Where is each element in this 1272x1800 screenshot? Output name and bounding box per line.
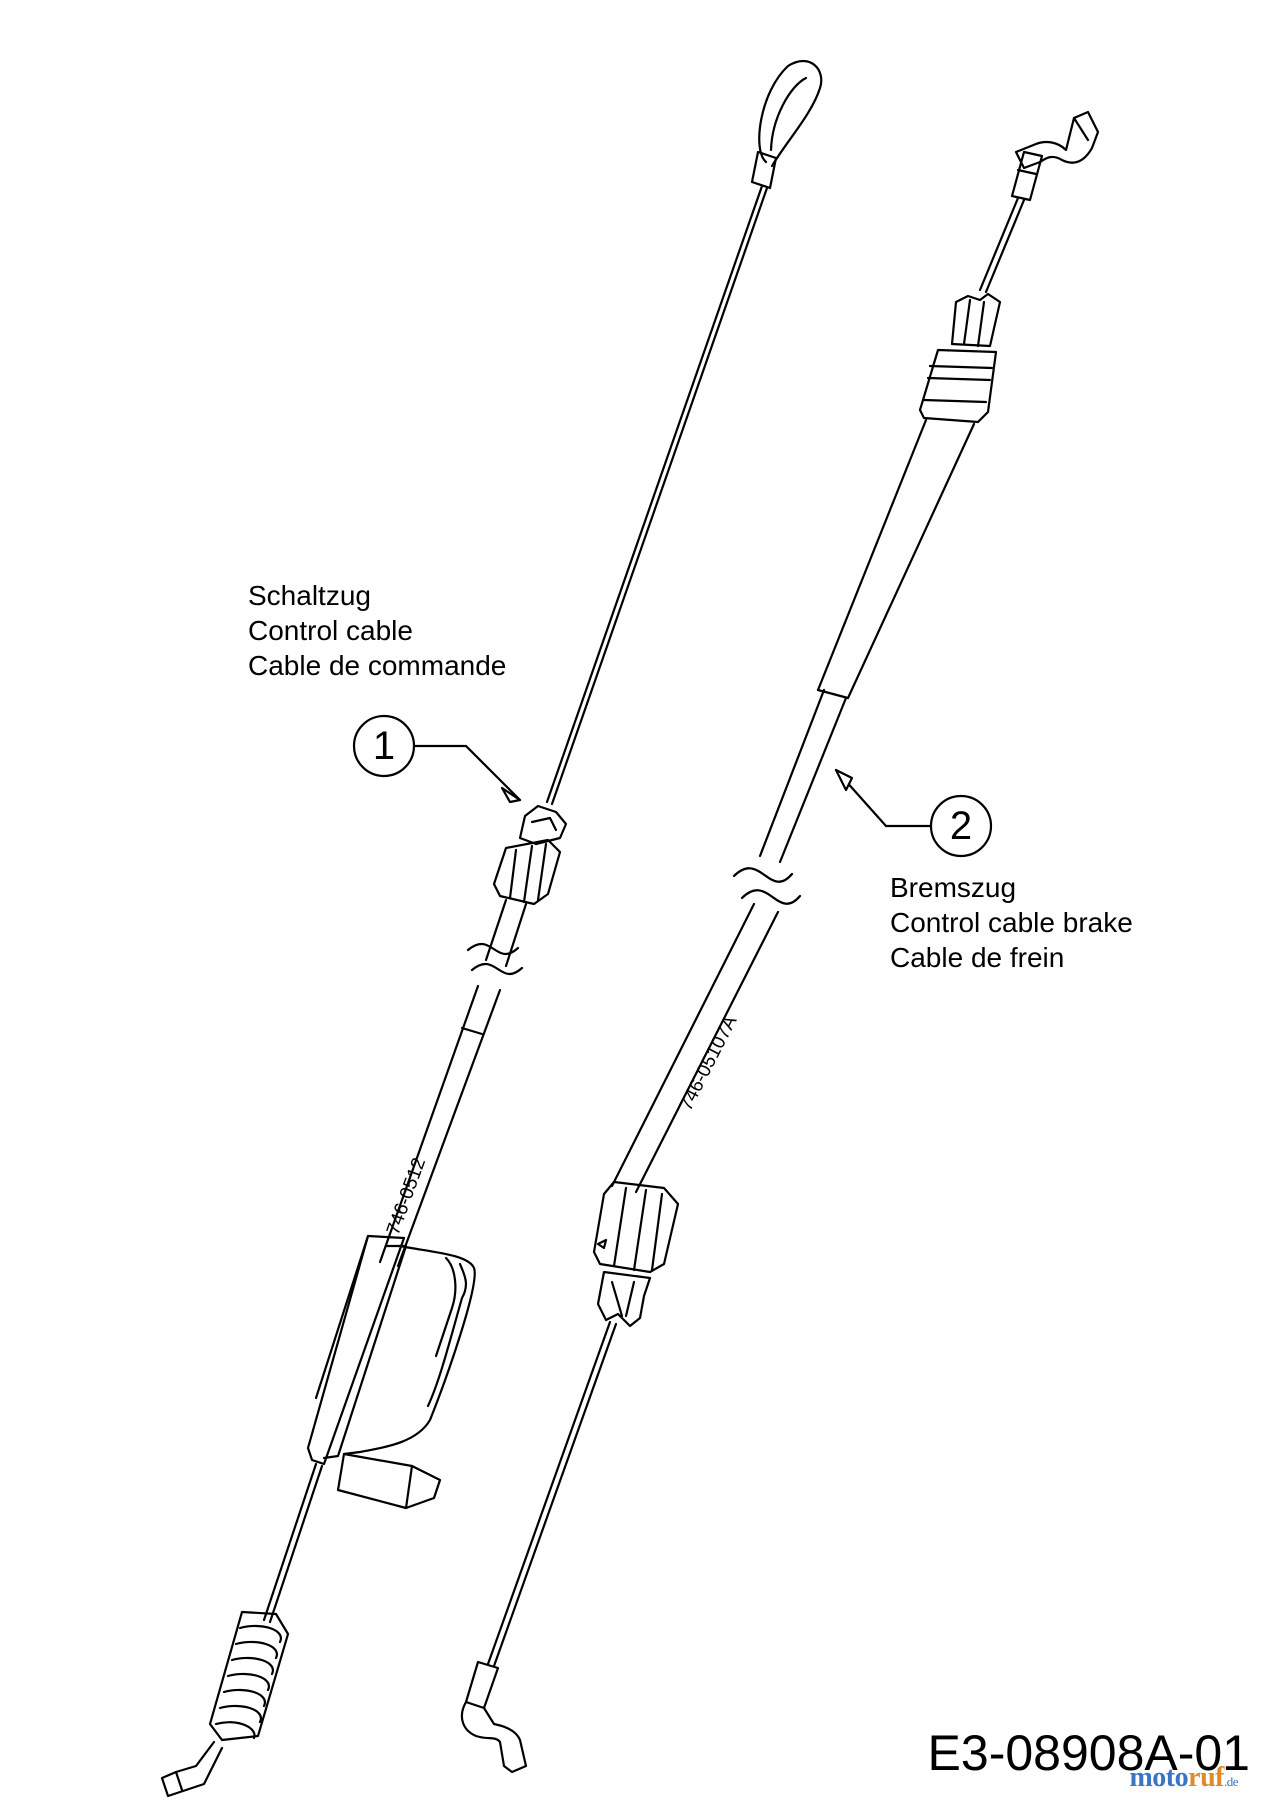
cable-2-top-clip — [950, 292, 1002, 348]
part-1-label-en: Control cable — [248, 615, 413, 646]
callout-1-leader — [352, 714, 522, 804]
drawing-id: E3-08908A-01 — [927, 1725, 1250, 1781]
cable-2-bottom-ferrule — [464, 1660, 500, 1710]
watermark-prefix: moto — [1129, 1762, 1189, 1793]
cable-2-lower-clip — [596, 1270, 652, 1328]
cable-2-adjuster-nut — [592, 1180, 680, 1274]
part-2-label-de: Bremszug — [890, 872, 1017, 903]
cable-2-bottom-hook — [460, 1700, 528, 1774]
cable-1-end-hook — [160, 1740, 224, 1798]
watermark-logo: motoruf.de — [1129, 1762, 1238, 1794]
callout-2-leader — [834, 768, 993, 858]
callout-number-2: 2 — [949, 804, 973, 848]
part-2-label-fr: Cable de frein — [890, 942, 1065, 973]
part-1-label: Schaltzug Control cable Cable de command… — [248, 578, 506, 683]
control-cable-1 — [160, 59, 823, 1798]
cable-1-pin — [336, 1452, 442, 1510]
cable-2-top-hook — [1014, 110, 1100, 170]
cable-1-clip-block — [306, 1234, 406, 1466]
cable-2-top-fitting — [918, 348, 998, 424]
cable-2-ferrule — [1010, 150, 1044, 202]
cable-1-adjuster-nut — [492, 838, 562, 906]
cable-2-part-number: 746-05107A — [676, 1012, 742, 1114]
part-1-label-fr: Cable de commande — [248, 650, 507, 681]
cable-1-hook — [342, 1244, 476, 1456]
cable-1-spring — [208, 1610, 290, 1742]
watermark-accent: ruf — [1188, 1762, 1224, 1793]
part-2-label-en: Control cable brake — [890, 907, 1133, 938]
cable-1-loop-end — [758, 59, 823, 168]
cable-1-break-mark — [466, 942, 524, 976]
cable-1-adjuster-cap — [518, 804, 568, 846]
watermark-tld: .de — [1223, 1774, 1239, 1789]
control-cable-2 — [460, 110, 1100, 1774]
callout-number-1: 1 — [372, 724, 396, 768]
part-1-label-de: Schaltzug — [248, 580, 371, 611]
cable-2-break-mark — [732, 867, 802, 905]
cable-1-ferrule — [750, 150, 778, 190]
part-2-label: Bremszug Control cable brake Cable de fr… — [890, 870, 1133, 975]
